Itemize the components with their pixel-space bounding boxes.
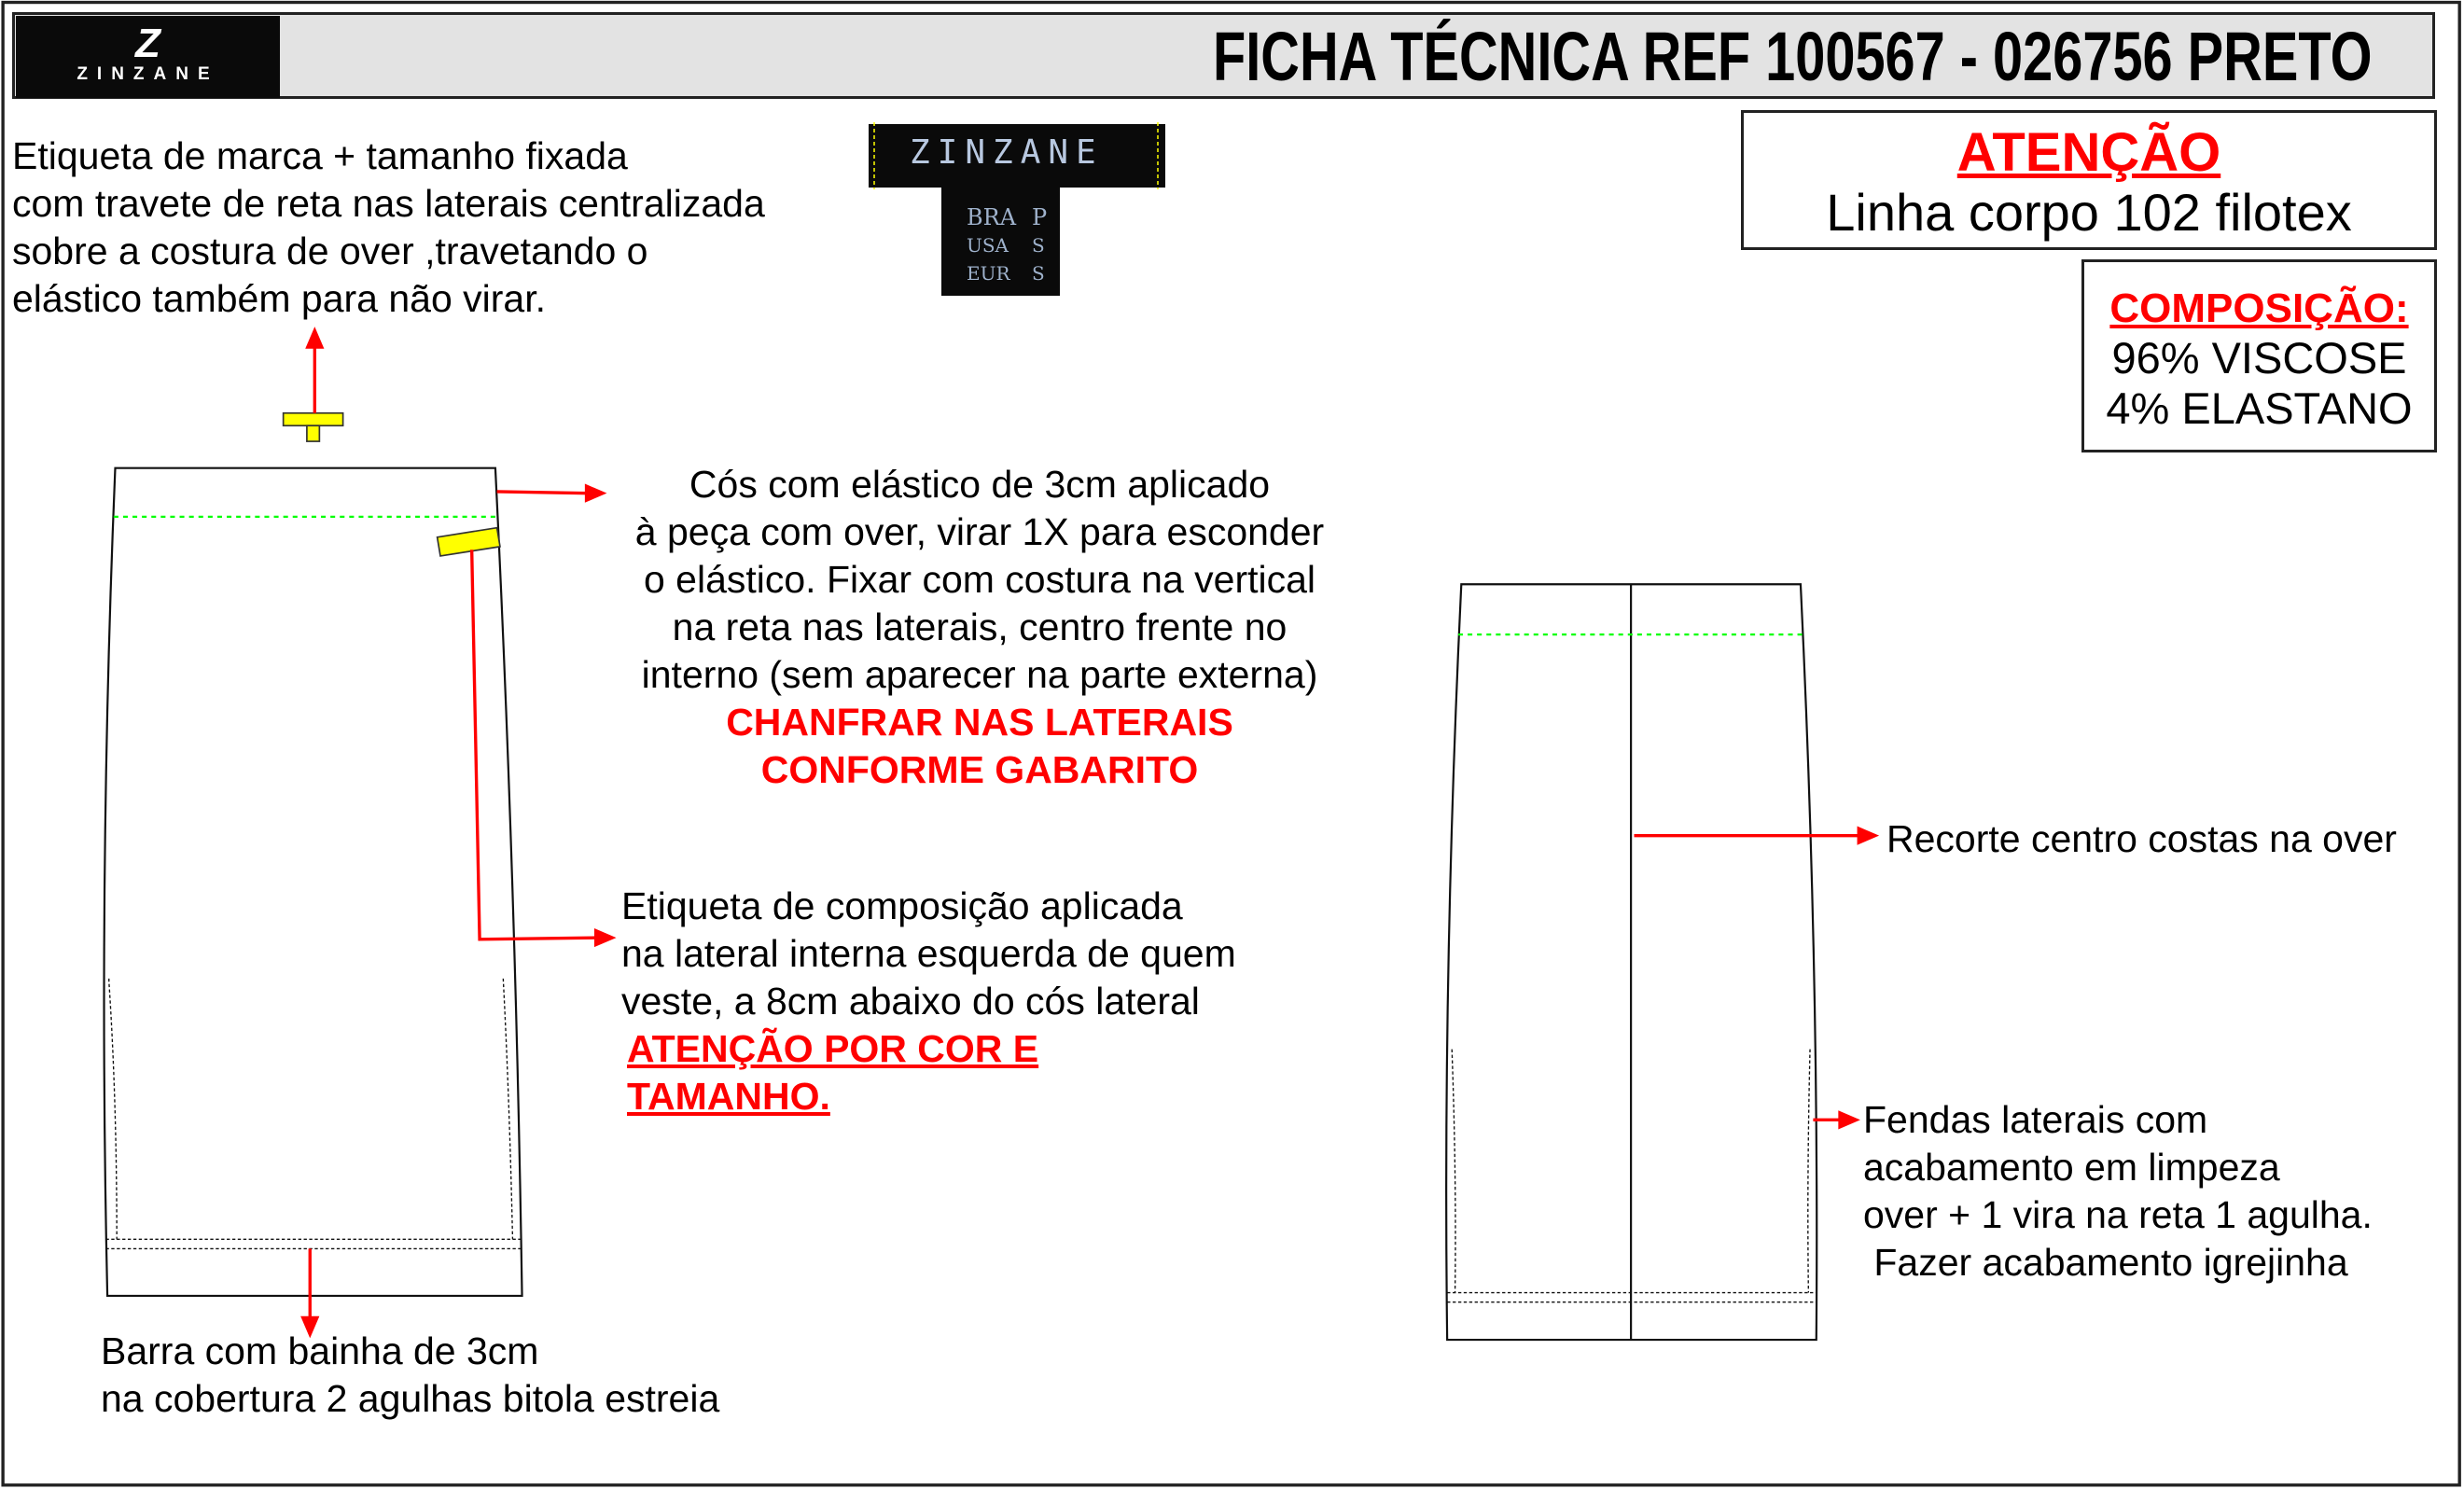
note-line: Barra com bainha de 3cm <box>101 1329 539 1372</box>
brand-logo: Z ZINZANE <box>16 16 280 98</box>
note-composition-label: Etiqueta de composição aplicada na latera… <box>621 883 1236 1120</box>
note-line: Fazer acabamento igrejinha <box>1863 1241 2348 1284</box>
note-line: Etiqueta de composição aplicada <box>621 884 1183 927</box>
note-line: acabamento em limpeza <box>1863 1146 2280 1189</box>
warning-line: CHANFRAR NAS LATERAIS <box>726 701 1233 744</box>
brand-label-marker <box>282 411 344 442</box>
note-line: com travete de reta nas laterais central… <box>12 182 765 225</box>
note-line: na lateral interna esquerda de quem <box>621 932 1236 975</box>
brand-tag-image <box>869 122 1165 296</box>
note-line: elástico também para não virar. <box>12 277 546 320</box>
composition-label-marker <box>436 526 501 557</box>
back-skirt-drawing <box>1445 583 1818 1342</box>
attention-heading: ATENÇÃO <box>1956 122 2221 183</box>
tag-size: S <box>1032 234 1045 257</box>
note-line: over + 1 vira na reta 1 agulha. <box>1863 1193 2373 1236</box>
tag-brand-text: ZINZANE <box>910 133 1104 172</box>
tag-region: BRA <box>967 204 1017 230</box>
warning-line: TAMANHO. <box>627 1075 830 1118</box>
note-slits: Fendas laterais com acabamento em limpeza… <box>1863 1096 2373 1287</box>
note-line: Cós com elástico de 3cm aplicado <box>689 463 1271 506</box>
tag-size: S <box>1032 262 1045 285</box>
logo-wordmark: ZINZANE <box>77 64 219 84</box>
attention-text: Linha corpo 102 filotex <box>1826 183 2352 242</box>
front-skirt-drawing <box>103 466 524 1298</box>
note-back-seam: Recorte centro costas na over <box>1886 817 2397 860</box>
composition-line: 4% ELASTANO <box>2106 383 2413 433</box>
note-line: sobre a costura de over ,travetando o <box>12 230 648 272</box>
note-line: na cobertura 2 agulhas bitola estreia <box>101 1377 720 1420</box>
composition-heading: COMPOSIÇÃO: <box>2109 285 2409 331</box>
attention-box: ATENÇÃO Linha corpo 102 filotex <box>1741 110 2437 250</box>
composition-box: COMPOSIÇÃO: 96% VISCOSE 4% ELASTANO <box>2081 259 2437 452</box>
note-line: Fendas laterais com <box>1863 1098 2208 1141</box>
tag-region: EUR <box>967 262 1010 285</box>
note-brand-label: Etiqueta de marca + tamanho fixada com tr… <box>12 132 765 323</box>
note-hem: Barra com bainha de 3cm na cobertura 2 ag… <box>101 1328 719 1423</box>
tag-size-table: BRA P USA S EUR S <box>967 203 1047 287</box>
logo-mark: Z <box>135 21 160 66</box>
note-line: à peça com over, virar 1X para esconder <box>634 510 1325 553</box>
note-line: Etiqueta de marca + tamanho fixada <box>12 134 628 177</box>
note-line: o elástico. Fixar com costura na vertica… <box>643 558 1316 601</box>
composition-line: 96% VISCOSE <box>2111 333 2407 383</box>
warning-line: ATENÇÃO POR COR E <box>627 1027 1039 1070</box>
tag-size: P <box>1032 204 1048 230</box>
header-bar <box>12 12 2435 99</box>
note-line: veste, a 8cm abaixo do cós lateral <box>621 980 1200 1023</box>
note-line: interno (sem aparecer na parte externa) <box>641 653 1318 696</box>
tag-region: USA <box>967 234 1009 257</box>
page-title: FICHA TÉCNICA REF 100567 - 026756 PRETO <box>1213 18 2373 95</box>
annotation-arrows <box>300 327 1880 1339</box>
warning-line: CONFORME GABARITO <box>760 748 1199 791</box>
note-line: na reta nas laterais, centro frente no <box>672 605 1288 648</box>
